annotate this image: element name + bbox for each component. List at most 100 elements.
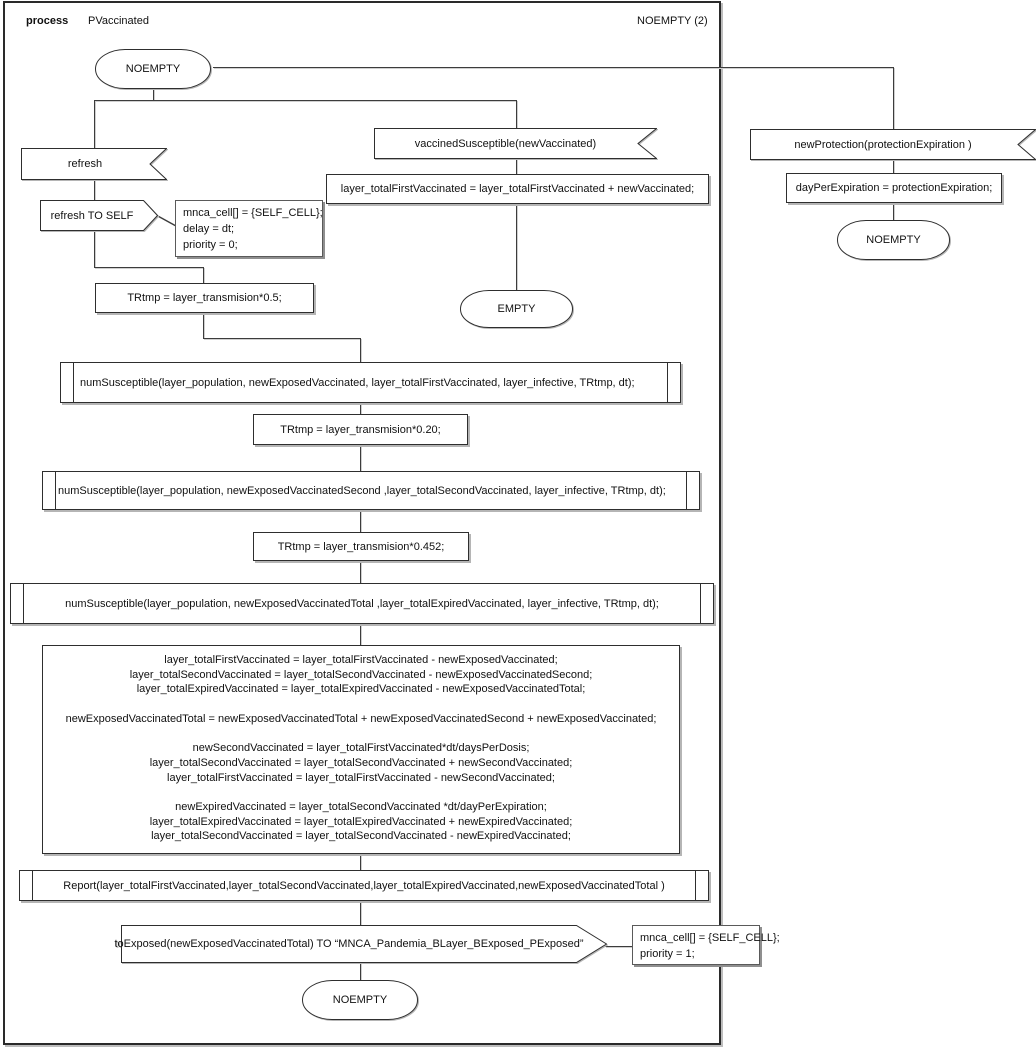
note-line: mnca_cell[] = {SELF_CELL}; [183,207,323,219]
flag-label: vaccinedSusceptible(newVaccinated) [414,137,597,150]
process-name-label: PVaccinated [88,15,149,27]
state-shape [95,49,211,89]
action-text: TRtmp = layer_transmision*0.20; [280,423,441,436]
process-kind-label: process [26,15,69,27]
connector [893,67,895,129]
connector [203,338,361,340]
action-text: layer_totalFirstVaccinated = layer_total… [340,183,695,195]
note-line: delay = dt; [183,223,235,235]
code-line: layer_totalFirstVaccinated = layer_total… [167,771,555,784]
procedure-text: Report(layer_totalFirstVaccinated,layer_… [63,879,665,892]
state-label: EMPTY [497,303,536,315]
receive-flag-shape [374,128,657,159]
procedure-text: numSusceptible(layer_population, newExpo… [58,484,666,497]
connector [893,201,895,220]
connector [516,158,518,174]
action-box-update-totals[interactable]: layer_totalFirstVaccinated = layer_total… [42,645,680,854]
note-to-exposed-params[interactable]: mnca_cell[] = {SELF_CELL}; priority = 1; [632,925,780,965]
procedure-bar [73,363,74,402]
connector [360,963,362,980]
send-flag-shape [40,200,158,231]
state-shape [460,290,573,328]
connector [94,180,96,201]
code-line [43,727,679,742]
state-label: NOEMPTY [125,63,181,75]
send-flag-refresh-to-self[interactable]: refresh TO SELF [40,200,158,231]
connector [360,507,362,532]
code-line: layer_totalExpiredVaccinated = layer_tot… [136,683,586,696]
connector [94,267,204,269]
connector [153,88,155,101]
action-box-trtmp-020[interactable]: TRtmp = layer_transmision*0.20; [253,414,468,445]
action-box-day-per-expiration[interactable]: dayPerExpiration = protectionExpiration; [786,173,1002,203]
procedure-bar [23,584,24,623]
process-frame [3,1,721,1045]
receive-flag-refresh[interactable]: refresh [21,148,167,180]
connector [155,214,177,227]
procedure-box-numsusceptible-first[interactable]: numSusceptible(layer_population, newExpo… [60,362,681,403]
connector [516,100,518,128]
connector [94,100,516,102]
state-noempty-bottom[interactable]: NOEMPTY [302,980,418,1020]
receive-flag-vaccined-susceptible[interactable]: vaccinedSusceptible(newVaccinated) [374,128,657,159]
flag-label: refresh [67,158,103,170]
procedure-box-numsusceptible-second[interactable]: numSusceptible(layer_population, newExpo… [42,471,700,510]
connector [893,159,895,173]
connector [360,899,362,926]
procedure-text: numSusceptible(layer_population, newExpo… [80,376,635,389]
connector [213,67,893,69]
procedure-box-report[interactable]: Report(layer_totalFirstVaccinated,layer_… [19,870,709,901]
action-box-trtmp-0452[interactable]: TRtmp = layer_transmision*0.452; [253,532,469,561]
code-line [43,785,679,800]
note-line: priority = 0; [183,239,238,251]
state-empty[interactable]: EMPTY [460,290,573,328]
procedure-bar [55,472,56,509]
code-line: newSecondVaccinated = layer_totalFirstVa… [192,742,530,755]
connector [516,202,518,290]
code-line: layer_totalSecondVaccinated = layer_tota… [151,830,571,843]
flag-label: toExposed(newExposedVaccinatedTotal) TO … [114,938,584,950]
send-flag-to-exposed[interactable]: toExposed(newExposedVaccinatedTotal) TO … [114,925,607,963]
connector [605,946,633,948]
connector [360,622,362,645]
receive-flag-shape [21,148,167,180]
action-box-trtmp-05[interactable]: TRtmp = layer_transmision*0.5; [95,283,314,313]
code-line: newExposedVaccinatedTotal = newExposedVa… [65,712,657,725]
procedure-bar [667,363,668,402]
state-label: NOEMPTY [332,994,388,1006]
code-line: layer_totalSecondVaccinated = layer_tota… [129,668,593,681]
connector [360,338,362,362]
connector [94,231,96,268]
code-line: newExpiredVaccinated = layer_totalSecond… [175,800,547,813]
procedure-bar [695,871,696,900]
receive-flag-shape [750,129,1036,160]
connector [360,559,362,583]
state-noempty-top[interactable]: NOEMPTY [95,49,211,89]
code-line [43,697,679,712]
connector [360,845,362,870]
state-shape [302,980,418,1020]
connector [203,311,205,339]
action-text: TRtmp = layer_transmision*0.5; [127,292,282,304]
receive-flag-new-protection[interactable]: newProtection(protectionExpiration ) [750,129,1036,160]
code-line: layer_totalExpiredVaccinated = layer_tot… [149,815,573,828]
procedure-text: numSusceptible(layer_population, newExpo… [65,597,659,610]
procedure-box-numsusceptible-total[interactable]: numSusceptible(layer_population, newExpo… [10,583,714,624]
connector [94,100,96,148]
state-shape [837,220,950,260]
connector [360,443,362,471]
code-line: layer_totalSecondVaccinated = layer_tota… [149,756,573,769]
code-line: layer_totalFirstVaccinated = layer_total… [164,654,558,666]
action-box-assign-vaccinated[interactable]: layer_totalFirstVaccinated = layer_total… [326,174,709,204]
procedure-bar [32,871,33,900]
state-noempty-right[interactable]: NOEMPTY [837,220,950,260]
action-text: dayPerExpiration = protectionExpiration; [795,182,993,194]
connector [360,401,362,414]
note-refresh-params[interactable]: mnca_cell[] = {SELF_CELL}; delay = dt; p… [175,200,323,257]
connector [203,267,205,284]
flag-label: refresh TO SELF [50,209,134,222]
note-line: mnca_cell[] = {SELF_CELL}; [640,932,780,944]
procedure-bar [700,584,701,623]
send-flag-shape [121,925,607,963]
